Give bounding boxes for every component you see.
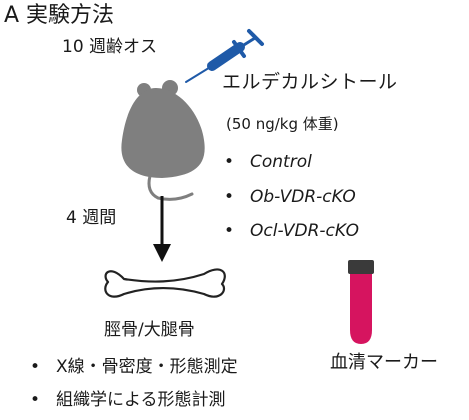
mouse-icon — [121, 80, 205, 201]
mouse-body — [121, 88, 205, 178]
syringe-icon — [185, 29, 264, 83]
group-item: • Ob-VDR-cKO — [224, 187, 356, 208]
serum-marker-label: 血清マーカー — [330, 352, 438, 373]
analysis-label: 組織学による形態計測 — [56, 390, 226, 410]
bullet: • — [224, 152, 235, 172]
bone-sample-label: 脛骨/大腿骨 — [104, 320, 195, 340]
mouse-age-label: 10 週齢オス — [62, 37, 158, 57]
syringe-needle — [185, 65, 213, 83]
analysis-item: • X線・骨密度・形態測定 — [30, 357, 238, 378]
group-item: • Ocl-VDR-cKO — [224, 221, 359, 242]
group-label: Ob-VDR-cKO — [250, 187, 356, 207]
drug-name: エルデカルシトール — [222, 71, 398, 93]
tube-body — [350, 274, 372, 344]
section-title: A 実験方法 — [4, 3, 115, 28]
analysis-label: X線・骨密度・形態測定 — [56, 357, 238, 377]
analysis-item: • 組織学による形態計測 — [30, 390, 226, 411]
blood-tube-icon — [348, 260, 374, 344]
bullet: • — [30, 357, 41, 377]
syringe-barrel — [207, 42, 245, 71]
tube-cap — [348, 260, 374, 274]
duration-label: 4 週間 — [66, 208, 117, 228]
group-label: Ocl-VDR-cKO — [250, 221, 359, 241]
bullet: • — [30, 390, 41, 410]
group-label: Control — [250, 152, 312, 172]
arrow-down-icon — [153, 196, 171, 262]
arrow-head — [153, 244, 171, 262]
syringe-finger-grip — [232, 40, 246, 58]
mouse-tail — [147, 174, 194, 201]
group-item: • Control — [224, 152, 312, 173]
bullet: • — [224, 221, 235, 241]
bone-icon — [104, 268, 226, 298]
bullet: • — [224, 187, 235, 207]
drug-dose: (50 ng/kg 体重) — [226, 115, 339, 133]
